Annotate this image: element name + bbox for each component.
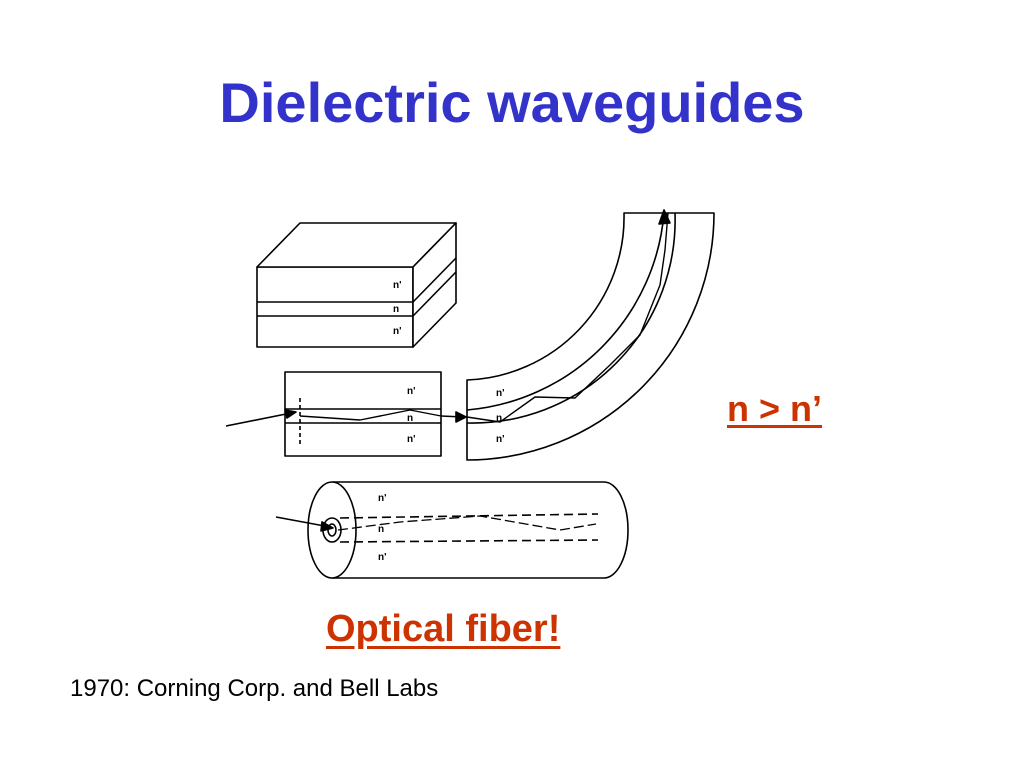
label-slab-top: n' <box>393 280 402 291</box>
label-planar-core: n <box>407 413 413 424</box>
label-fiber-core: n <box>378 524 384 535</box>
history-note: 1970: Corning Corp. and Bell Labs <box>70 675 439 702</box>
label-fiber-top: n' <box>378 493 387 504</box>
label-planar-bottom: n' <box>407 434 416 445</box>
label-planar-top: n' <box>407 386 416 397</box>
planar-guide <box>225 371 467 457</box>
label-slab-core: n <box>393 304 399 315</box>
index-relation: n > n’ <box>727 388 823 429</box>
label-slab-bottom: n' <box>393 326 402 337</box>
curved-guide <box>466 209 715 461</box>
label-bend-outer: n' <box>496 388 505 399</box>
label-bend-core: n <box>496 413 502 424</box>
fiber-cylinder <box>275 481 629 579</box>
slab-stack <box>256 222 457 348</box>
slide-title: Dielectric waveguides <box>219 71 805 134</box>
label-bend-inner: n' <box>496 434 505 445</box>
fiber-caption: Optical fiber! <box>326 608 561 650</box>
label-fiber-bottom: n' <box>378 552 387 563</box>
